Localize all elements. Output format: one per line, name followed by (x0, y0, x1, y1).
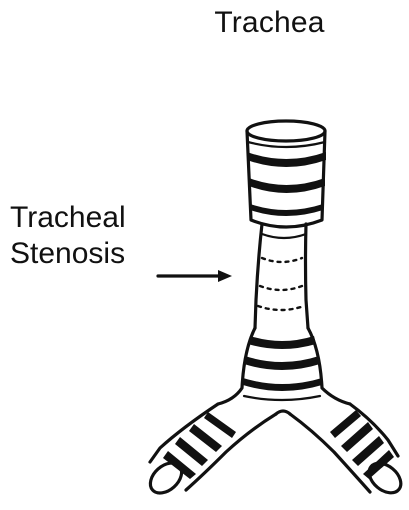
lower-trachea (218, 328, 350, 404)
stenosis-segment (255, 224, 308, 328)
right-bronchus (290, 404, 407, 499)
stenosis-arrow (158, 270, 232, 282)
upper-trachea (247, 121, 326, 227)
left-bronchus (145, 404, 276, 499)
carina (276, 411, 290, 414)
